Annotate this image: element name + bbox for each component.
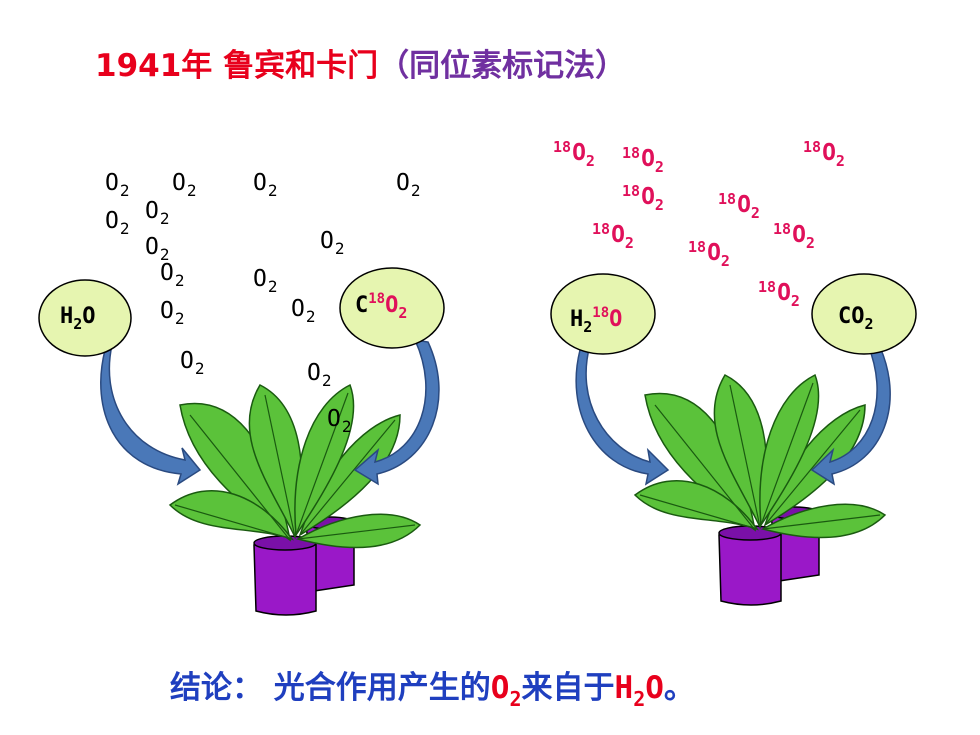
left-plant (169, 384, 421, 616)
o18-molecule: 18O2 (592, 220, 634, 252)
o2-molecule: O2 (172, 170, 197, 200)
o18-molecule: 18O2 (622, 182, 664, 214)
o2-molecule: O2 (105, 208, 130, 238)
o2-molecule: O2 (160, 298, 185, 328)
label-h218o-right: H218O (570, 305, 623, 336)
conclusion-prefix: 结论： (170, 670, 263, 706)
o2-molecule: O2 (307, 360, 332, 390)
conclusion-text1: 光合作用产生的 (273, 670, 491, 706)
o18-molecule: 18O2 (803, 138, 845, 170)
label-co2-right: CO2 (838, 304, 874, 333)
o2-molecule: O2 (160, 260, 185, 290)
right-bubble-co2 (811, 273, 917, 355)
left-arrow-h2o (100, 343, 202, 486)
o2-molecule: O2 (253, 170, 278, 200)
o18-molecule: 18O2 (622, 144, 664, 176)
title-year: 1941年 (95, 48, 213, 84)
right-bubble-h2o (550, 273, 656, 355)
o2-molecule: O2 (327, 406, 352, 436)
left-bubble-h2o (38, 279, 132, 357)
o2-molecule: O2 (396, 170, 421, 200)
title-names: 鲁宾和卡门 (223, 48, 379, 84)
o2-molecule: O2 (253, 266, 278, 296)
right-arrow-co2 (810, 344, 891, 486)
o2-molecule: O2 (291, 296, 316, 326)
conclusion-o2: O2 (490, 670, 522, 711)
conclusion-text2: 来自于 (521, 670, 615, 706)
o2-molecule: O2 (105, 170, 130, 200)
slide-title: 1941年 鲁宾和卡门（同位素标记法） (95, 40, 626, 85)
o18-molecule: 18O2 (553, 138, 595, 170)
conclusion-h2o: H2O (614, 670, 664, 711)
o18-molecule: 18O2 (688, 238, 730, 270)
right-arrow-h2o (575, 343, 670, 486)
title-method: （同位素标记法） (378, 48, 627, 84)
conclusion-end: 。 (663, 670, 695, 706)
o18-molecule: 18O2 (718, 190, 760, 222)
o2-molecule: O2 (145, 198, 170, 228)
o18-molecule: 18O2 (773, 220, 815, 252)
right-plant (634, 374, 886, 606)
left-bubble-co2 (339, 267, 445, 349)
conclusion: 结论： 光合作用产生的O2来自于H2O。 (170, 662, 695, 711)
o2-molecule: O2 (320, 228, 345, 258)
o18-molecule: 18O2 (758, 278, 800, 310)
label-h2o-left: H2O (60, 304, 96, 333)
left-arrow-co2 (353, 339, 440, 486)
label-c18o2-left: C18O2 (355, 291, 408, 322)
o2-molecule: O2 (180, 348, 205, 378)
o2-molecule: O2 (145, 234, 170, 264)
